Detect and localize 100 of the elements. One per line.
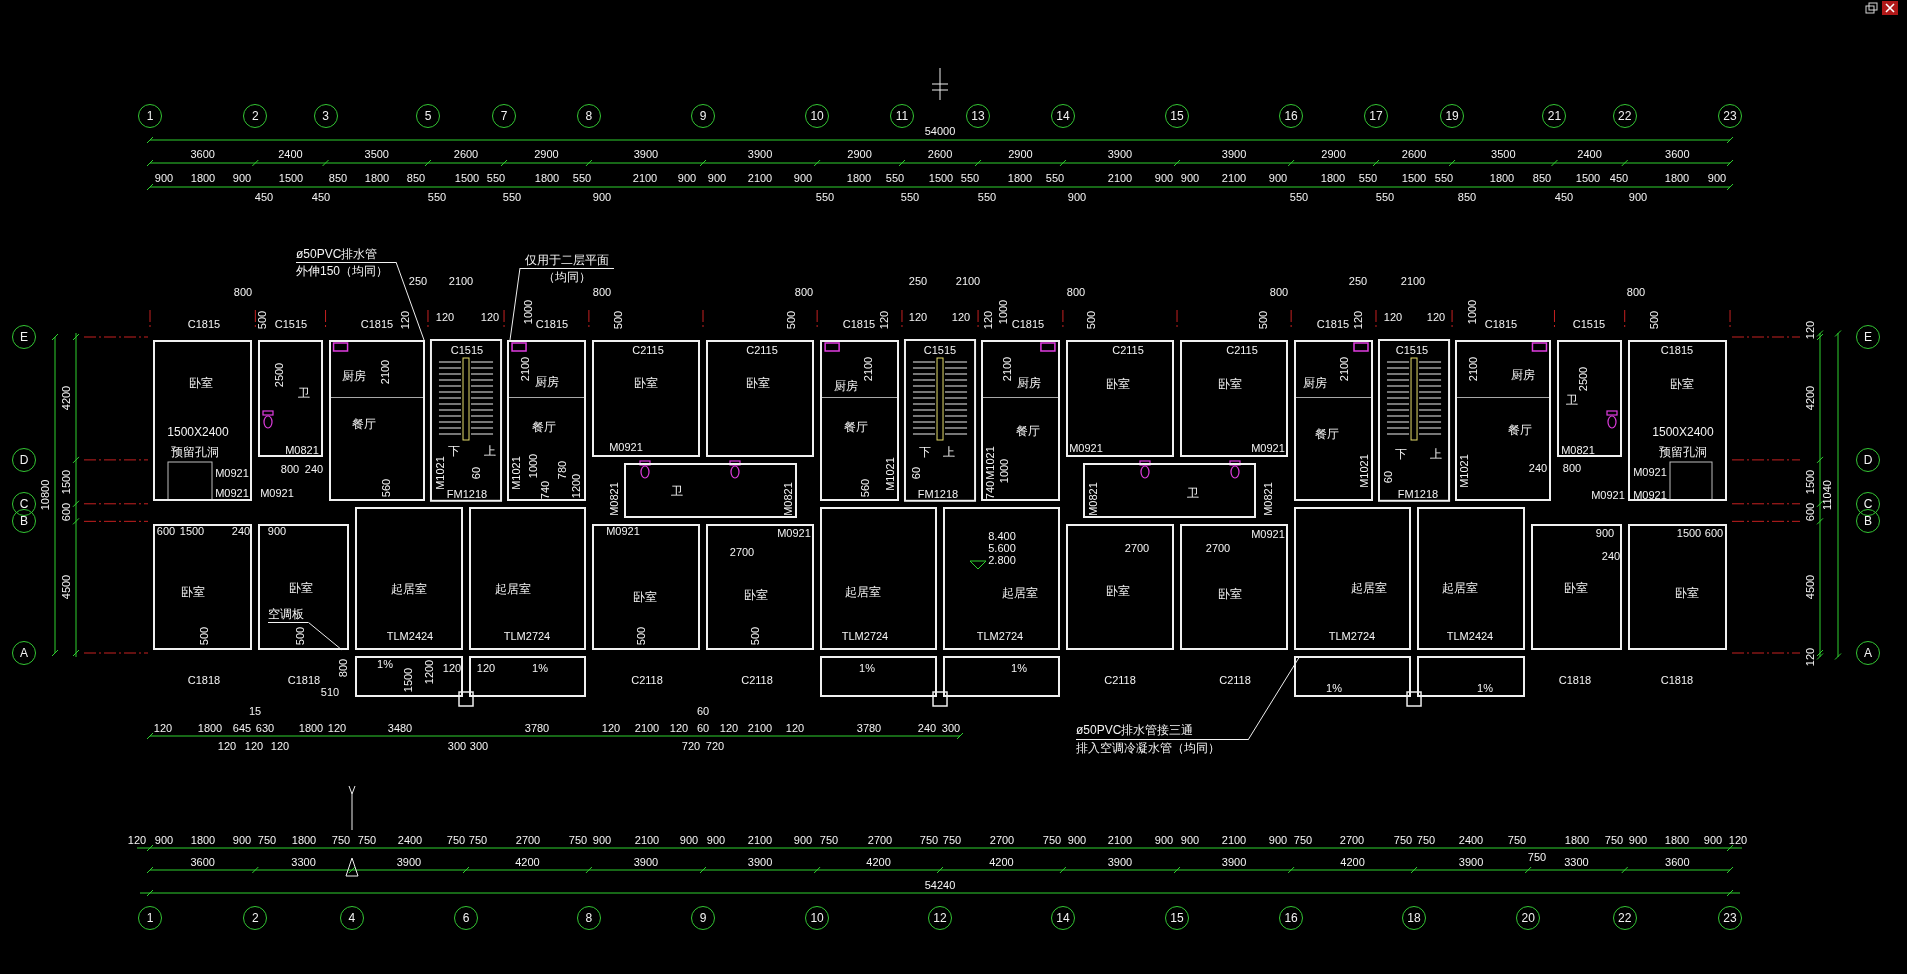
dimension-text: 550 <box>572 172 592 184</box>
opening-note: 1500X2400 <box>167 426 229 438</box>
dimension-text: 900 <box>154 172 174 184</box>
room-name: 起居室 <box>391 582 427 596</box>
dimension-text: 500 <box>612 310 624 330</box>
dimension-text: 900 <box>1628 834 1648 846</box>
opening-note: 预留孔洞 <box>171 446 219 458</box>
room-name: 起居室 <box>845 585 881 599</box>
dimension-text: 1800 <box>1564 834 1590 846</box>
stair-direction-text: 上 <box>943 446 955 458</box>
leader-line <box>1247 655 1301 741</box>
window-code: C2115 <box>1226 344 1258 356</box>
room-name: 餐厅 <box>352 417 376 431</box>
dimension-text: 120 <box>878 310 890 330</box>
dimension-text: 3780 <box>856 722 882 734</box>
door-code: M0921 <box>777 527 811 539</box>
room-outline <box>1294 506 1411 650</box>
room-name: 卧室 <box>746 376 770 390</box>
dimension-text: 900 <box>677 172 697 184</box>
slope-text: 1% <box>377 657 393 671</box>
window-code: TLM2724 <box>1328 630 1376 642</box>
dimension-text: 750 <box>1507 834 1527 846</box>
room-name: 卧室 <box>1218 587 1242 601</box>
room-name: 卧室 <box>189 376 213 390</box>
room-outline <box>1531 524 1622 650</box>
dimension-text: 2900 <box>847 148 872 160</box>
dimension-text: 2400 <box>1458 834 1484 846</box>
room-outline <box>1180 524 1289 650</box>
door-code: M1021 <box>1358 454 1370 488</box>
room-name: 卫 <box>1566 393 1578 407</box>
room-outline <box>591 524 700 650</box>
dimension-text: 1000 <box>1466 299 1478 325</box>
dimension-text: 550 <box>1375 191 1395 203</box>
dimension-text: 120 <box>1383 311 1403 323</box>
dimension-text: 3900 <box>396 856 422 868</box>
dimension-text: 3900 <box>1221 148 1247 160</box>
dimension-text: 240 <box>1528 462 1548 474</box>
dimension-text: 2900 <box>534 148 559 160</box>
dimension-text: 1800 <box>1664 172 1690 184</box>
dimension-text: 1500 <box>1401 172 1427 184</box>
room-outline <box>706 524 815 650</box>
door-code: M0821 <box>1262 482 1274 516</box>
leader-line <box>509 267 521 341</box>
dimension-text: 3600 <box>1665 148 1690 160</box>
dimension-text: 3300 <box>1564 856 1589 868</box>
dimension-text: 1800 <box>1489 172 1515 184</box>
dimension-text: 2400 <box>1577 148 1602 160</box>
dimension-text: 850 <box>328 172 348 184</box>
window-code: C2115 <box>632 344 664 356</box>
dimension-text: 2100 <box>862 356 874 382</box>
dimension-text: 4200 <box>1340 856 1365 868</box>
dimension-text: 645 <box>232 722 252 734</box>
dimension-text: 550 <box>1434 172 1454 184</box>
dimension-text: 2600 <box>927 148 953 160</box>
dimension-text: 11040 <box>1821 480 1833 510</box>
stair-direction-text: 上 <box>1430 448 1442 460</box>
dimension-text: 4200 <box>60 385 72 411</box>
dimension-text: 120 <box>217 740 237 752</box>
room-name: 卧室 <box>1106 377 1130 391</box>
dimension-text: 3300 <box>291 856 316 868</box>
dimension-text: 1800 <box>1320 172 1346 184</box>
window-code: C1815 <box>1011 318 1045 330</box>
dimension-text: 3600 <box>1665 856 1690 868</box>
dimension-text: 60 <box>1382 470 1394 484</box>
balcony-outline <box>354 656 463 697</box>
dimension-text: 120 <box>476 662 496 674</box>
dimension-text: 750 <box>1416 834 1436 846</box>
dimension-text: 300 <box>469 740 489 752</box>
dimension-text: 500 <box>749 626 761 646</box>
dimension-text: 780 <box>556 460 568 480</box>
room-outline <box>1557 340 1622 457</box>
slope-text: 1% <box>532 661 548 675</box>
dimension-text: 450 <box>1609 172 1629 184</box>
dimension-text: 900 <box>1628 191 1648 203</box>
dimension-text: 800 <box>1066 286 1086 298</box>
room-outline <box>820 506 937 650</box>
dimension-text: 900 <box>1180 172 1200 184</box>
room-name: 卧室 <box>744 588 768 602</box>
dimension-text: 60 <box>470 466 482 480</box>
dimension-text: 60 <box>696 705 710 717</box>
window-code: C1815 <box>1316 318 1350 330</box>
dimension-text: 1000 <box>522 299 534 325</box>
dimension-text: 120 <box>480 311 500 323</box>
elevation-text: 5.600 <box>988 542 1016 554</box>
dimension-text: 3900 <box>1107 856 1133 868</box>
dimension-text: 500 <box>635 626 647 646</box>
dimension-text: 1800 <box>364 172 390 184</box>
dimension-text: 2700 <box>1339 834 1365 846</box>
room-name: 卧室 <box>1106 584 1130 598</box>
window-code: C2118 <box>741 674 773 686</box>
dimension-text: 900 <box>154 834 174 846</box>
window-code: C1815 <box>1484 318 1518 330</box>
stair-direction-text: 下 <box>448 445 460 457</box>
dimension-text: 2100 <box>448 275 474 287</box>
dimension-text: 3500 <box>1491 148 1516 160</box>
elevation-text: 2.800 <box>988 554 1016 566</box>
annotation-text: ø50PVC排水管接三通 <box>1076 722 1248 740</box>
door-code: FM1218 <box>446 488 488 500</box>
dimension-text: 900 <box>707 172 727 184</box>
dimension-text: 120 <box>153 722 173 734</box>
